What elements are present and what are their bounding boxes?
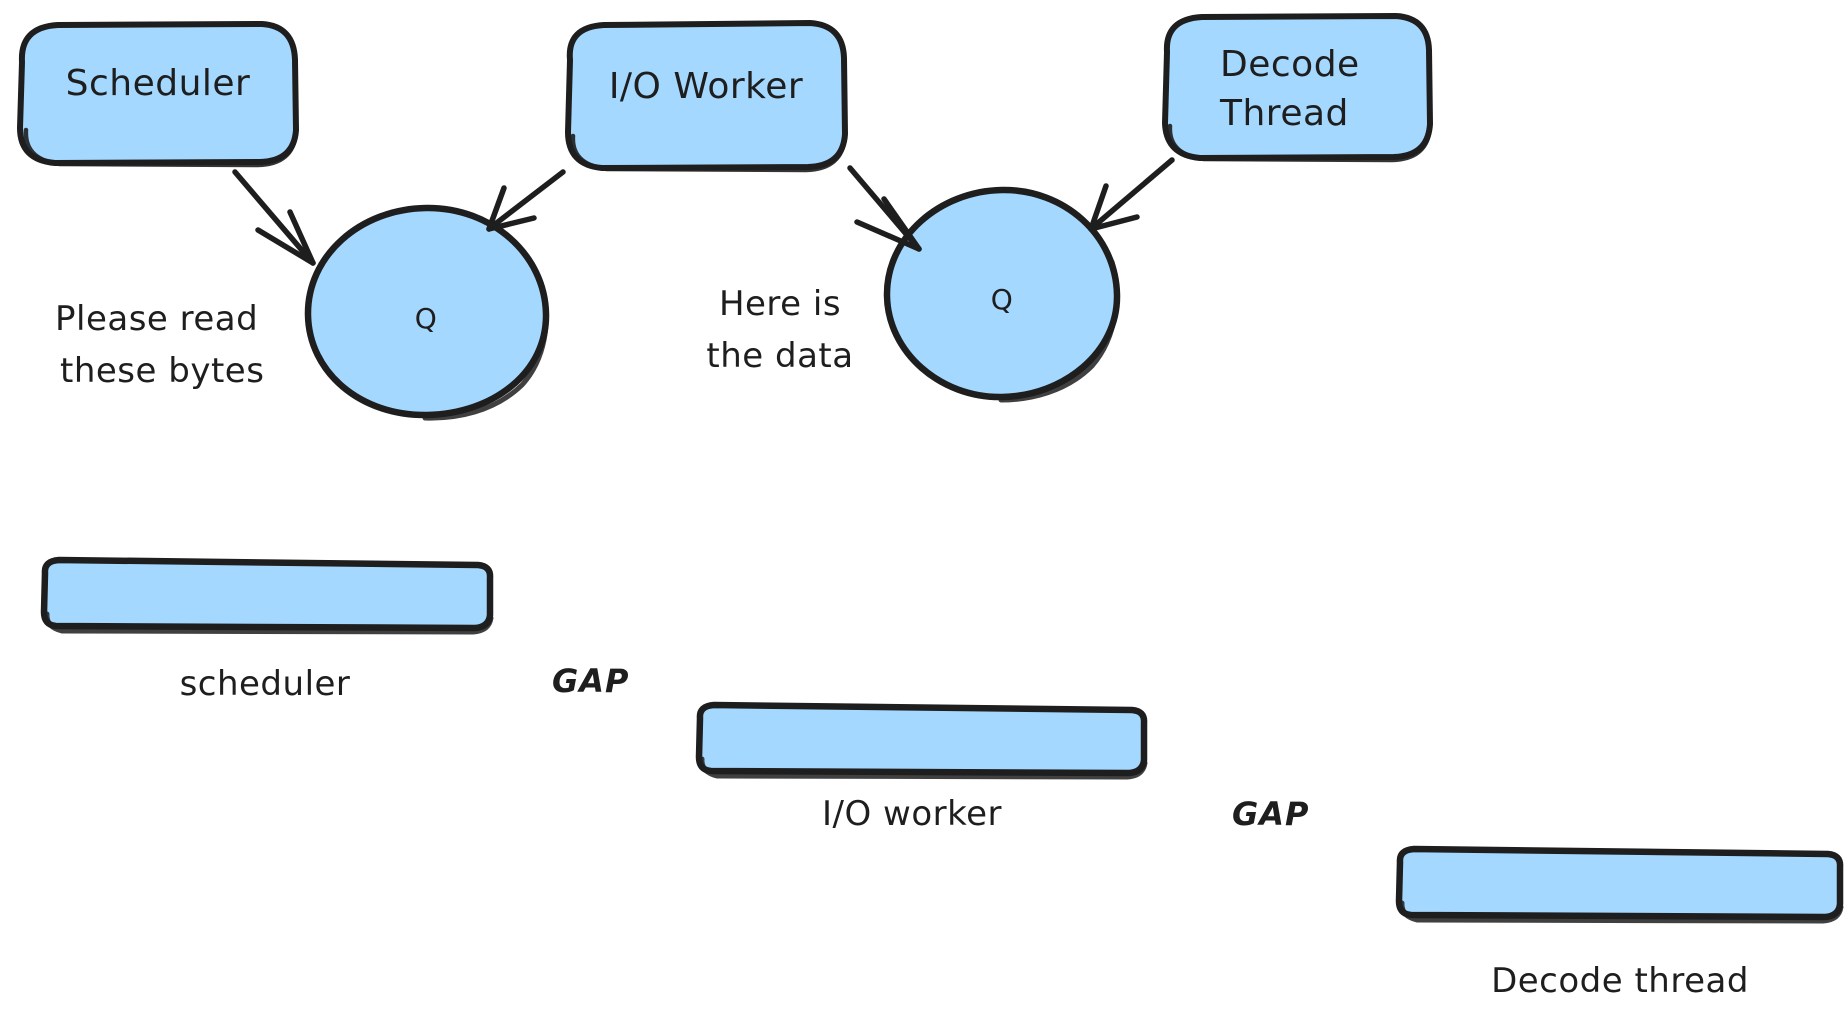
arrow-io-worker-to-queue-2 — [847, 165, 922, 252]
queue-2-sketch-stroke — [998, 259, 1120, 403]
message-here-is-data-line1: Here is — [719, 284, 841, 324]
node-scheduler-label: Scheduler — [66, 63, 251, 104]
timeline-bar-decode-thread-fill — [1399, 849, 1841, 917]
node-io-worker-label: I/O Worker — [609, 66, 803, 107]
gap-label-1: GAP — [552, 662, 629, 700]
arrow-decode-thread-to-queue-2-head-b — [1088, 214, 1140, 232]
timeline-bar-io-worker-label: I/O worker — [822, 794, 1002, 834]
message-please-read-line1: Please read — [55, 299, 258, 339]
arrow-scheduler-to-queue-1-head-b — [255, 227, 316, 266]
node-decode-thread-fill — [1165, 16, 1430, 158]
arrow-io-worker-to-queue-1 — [486, 169, 566, 232]
arrow-io-worker-to-queue-1-shaft — [487, 169, 566, 231]
timeline-bar-scheduler-label: scheduler — [180, 664, 351, 704]
arrow-io-worker-to-queue-1-head-a — [486, 185, 507, 232]
timeline-bar-scheduler[interactable]: scheduler — [40, 556, 494, 704]
node-scheduler-fill — [20, 24, 296, 163]
node-decode-thread-label-line1: Decode — [1220, 44, 1360, 85]
arrow-decode-thread-to-queue-2-shaft — [1089, 157, 1175, 231]
message-here-is-data-line2: the data — [706, 336, 853, 376]
node-scheduler[interactable]: Scheduler — [17, 21, 299, 168]
arrow-scheduler-to-queue-1-head-a — [287, 209, 316, 266]
timeline-bar-decode-thread-label: Decode thread — [1491, 961, 1749, 1001]
queue-2[interactable]: Q — [883, 186, 1121, 403]
timeline-bar-decode-thread[interactable]: Decode thread — [1395, 845, 1844, 1001]
queue-2-outline — [883, 186, 1121, 401]
arrow-decode-thread-to-queue-2 — [1088, 157, 1175, 232]
queue-1-fill — [307, 207, 547, 416]
node-decode-thread-sketch-stroke — [1167, 123, 1433, 163]
node-io-worker-sketch-stroke — [570, 133, 848, 173]
queue-1[interactable]: Q — [304, 204, 550, 421]
gap-label-2: GAP — [1232, 795, 1309, 833]
timeline-bar-decode-thread-sketch-stroke — [1399, 900, 1844, 924]
queue-1-outline — [304, 204, 550, 419]
queue-2-fill — [886, 189, 1118, 398]
timeline-bar-io-worker-sketch-stroke — [699, 756, 1148, 780]
arrow-scheduler-to-queue-1 — [232, 169, 316, 266]
message-please-read: Please read these bytes — [55, 299, 264, 391]
arrow-io-worker-to-queue-2-head-a — [881, 196, 922, 252]
message-please-read-line2: these bytes — [60, 351, 264, 391]
node-decode-thread-label-line2: Thread — [1219, 93, 1349, 134]
queue-1-label: Q — [415, 302, 438, 335]
timeline-bar-scheduler-sketch-stroke — [44, 611, 494, 635]
queue-2-label: Q — [991, 283, 1014, 316]
node-scheduler-sketch-stroke — [23, 127, 299, 168]
node-io-worker-fill — [568, 23, 845, 168]
timeline-bar-io-worker-fill — [699, 705, 1145, 773]
message-here-is-data: Here is the data — [706, 284, 853, 376]
arrow-scheduler-to-queue-1-shaft — [232, 169, 315, 265]
node-io-worker[interactable]: I/O Worker — [565, 20, 848, 173]
arrow-io-worker-to-queue-1-head-b — [486, 215, 537, 232]
queue-1-sketch-stroke — [422, 277, 549, 421]
arrow-io-worker-to-queue-2-head-b — [854, 219, 922, 252]
timeline-bar-scheduler-fill — [44, 560, 491, 628]
timeline-bar-io-worker[interactable]: I/O worker — [695, 701, 1148, 834]
arrow-decode-thread-to-queue-2-head-a — [1088, 183, 1109, 232]
node-decode-thread[interactable]: Decode Thread — [1162, 13, 1433, 163]
